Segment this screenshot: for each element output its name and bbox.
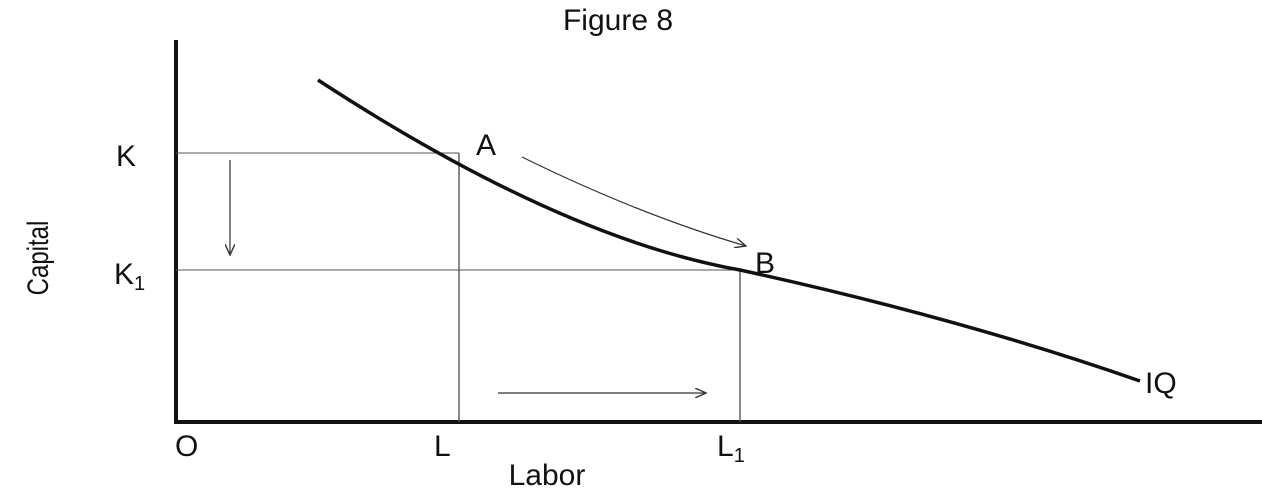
curve-label-iq: IQ <box>1145 367 1177 400</box>
origin-label: O <box>175 430 198 463</box>
isoquant-curve <box>317 78 1141 383</box>
arrow-along-curve <box>521 156 746 246</box>
x-axis-title: Labor <box>509 459 586 490</box>
x-tick-l1: L1 <box>717 430 745 467</box>
y-tick-k1: K1 <box>114 258 145 295</box>
x-tick-l: L <box>434 430 451 463</box>
y-tick-k: K <box>116 140 136 173</box>
figure-title: Figure 8 <box>563 4 673 37</box>
point-label-b: B <box>755 247 775 280</box>
y-axis-title: Capital <box>20 221 54 296</box>
point-label-a: A <box>476 129 496 162</box>
